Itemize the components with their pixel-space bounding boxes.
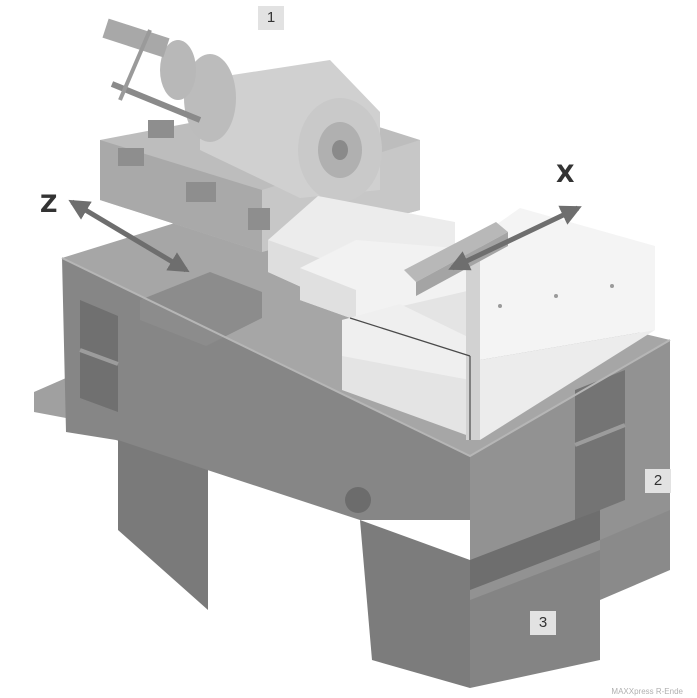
image-credit: MAXXpress R-Ende bbox=[611, 687, 683, 696]
z-axis-label: Z bbox=[40, 190, 58, 218]
callout-3: 3 bbox=[530, 611, 556, 635]
slide-covers bbox=[268, 196, 655, 440]
z-axis-arrow bbox=[68, 199, 190, 273]
x-axis-label: X bbox=[556, 160, 575, 188]
callout-2: 2 bbox=[645, 469, 671, 493]
callout-1: 1 bbox=[258, 6, 284, 30]
x-axis-arrow bbox=[448, 205, 582, 271]
